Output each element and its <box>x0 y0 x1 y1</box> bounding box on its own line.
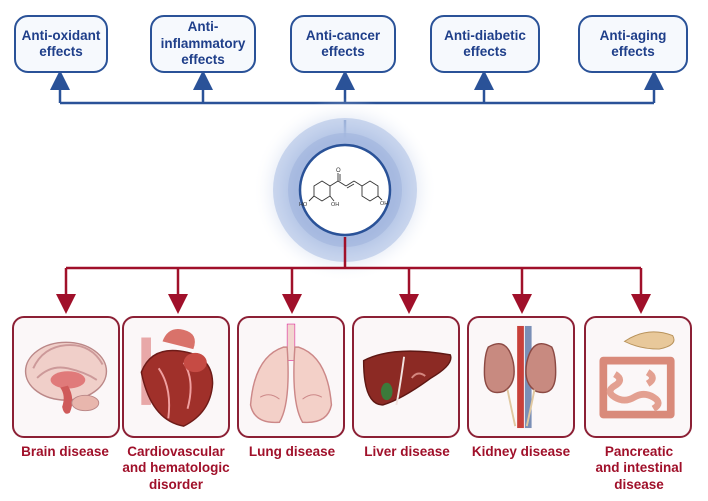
liver-panel <box>352 316 460 438</box>
heart-icon <box>140 329 214 427</box>
molecule-circle <box>298 143 392 237</box>
intestine-icon <box>599 331 675 419</box>
lungs-icon <box>249 323 333 424</box>
label-kidney-disease: Kidney disease <box>471 444 571 459</box>
heart-panel <box>122 316 230 438</box>
kidney-panel <box>467 316 575 438</box>
label-liver-disease: Liver disease <box>364 444 450 459</box>
chalcone-structure <box>308 173 383 202</box>
label-cardiovascular: Cardiovascular and hematologic disorder <box>122 444 230 492</box>
hydroxyl-label-1: HO <box>299 202 308 208</box>
label-pancreatic-intestinal: Pancreatic and intestinal disease <box>595 444 683 492</box>
kidney-icon <box>483 325 557 429</box>
liver-icon <box>362 350 452 406</box>
label-lung-disease: Lung disease <box>248 444 336 459</box>
hydroxyl-label-3: OH <box>380 201 388 207</box>
brain-icon <box>24 341 108 414</box>
hydroxyl-label-2: OH <box>331 202 339 208</box>
lung-panel <box>237 316 345 438</box>
brain-panel <box>12 316 120 438</box>
label-brain-disease: Brain disease <box>21 444 109 459</box>
diseases-branch <box>56 237 651 314</box>
carbonyl-label: O <box>336 168 341 174</box>
intestine-panel <box>584 316 692 438</box>
